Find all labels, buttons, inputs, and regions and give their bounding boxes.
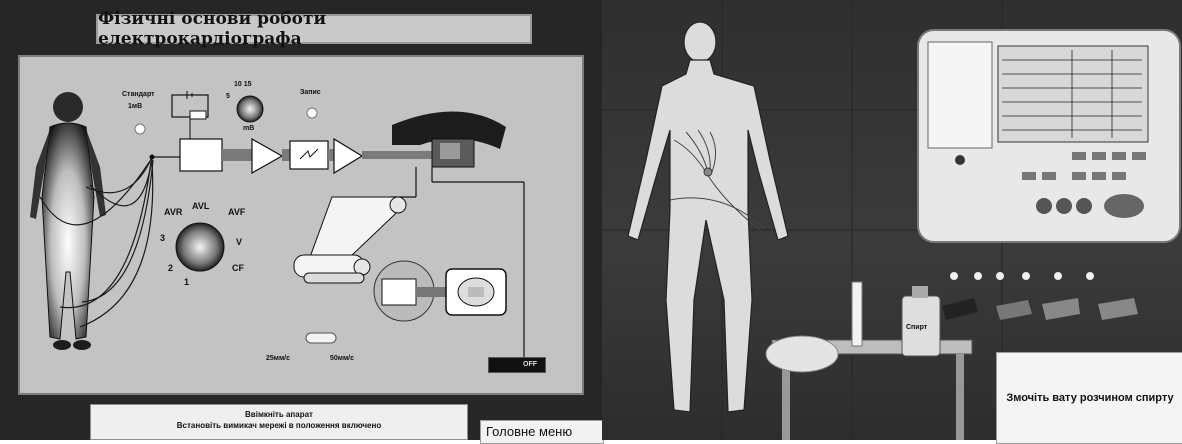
- lead-cf-label: CF: [232, 263, 244, 273]
- sensitivity-scale-label: 10 15: [234, 81, 252, 88]
- lead-1-label: 1: [184, 277, 189, 287]
- lead-v-label: V: [236, 237, 242, 247]
- lead-avl-label: AVL: [192, 201, 209, 211]
- instruction-box: Ввімкніть апарат Встановіть вимикач мере…: [90, 404, 468, 440]
- hint-box: Змочіть вату розчином спирту: [996, 352, 1182, 444]
- lead-selector-knob[interactable]: [176, 223, 224, 271]
- calibration-circuit: [172, 91, 208, 139]
- power-switch[interactable]: OFF: [488, 357, 546, 373]
- sensitivity-knob[interactable]: [237, 96, 263, 122]
- lead-avr-label: AVR: [164, 207, 182, 217]
- record-label: Запис: [300, 89, 321, 96]
- ecg-device: [918, 30, 1180, 242]
- patient-figure: [30, 92, 106, 350]
- alcohol-bottle-label: Спирт: [906, 324, 927, 331]
- ecg-principles-panel: Фізичні основи роботи електрокардіографа: [0, 0, 602, 440]
- schematic-panel: Стандарт 1мВ 10 15 5 mB Запис AVR AVL AV…: [18, 55, 584, 395]
- standard-label: Стандарт: [122, 91, 155, 98]
- instruction-line-2: Встановіть вимикач мережі в положення вк…: [91, 420, 467, 431]
- speed-50-label: 50мм/с: [330, 355, 354, 362]
- main-menu-button[interactable]: Головне меню: [480, 420, 604, 444]
- instruction-line-1: Ввімкніть апарат: [91, 409, 467, 420]
- speed-25-label: 25мм/с: [266, 355, 290, 362]
- sensitivity-5-label: 5: [226, 93, 230, 100]
- paper-speed-switch[interactable]: [306, 333, 336, 343]
- lead-avf-label: AVF: [228, 207, 245, 217]
- electrode-clips: [942, 272, 1138, 320]
- page-title: Фізичні основи роботи електрокардіографа: [96, 14, 532, 44]
- patient-outline: [628, 22, 788, 412]
- indicator-lights: [135, 108, 317, 134]
- paper-recorder: [294, 197, 506, 321]
- ecg-schematic: [20, 57, 586, 397]
- supply-table: [766, 282, 972, 440]
- sensitivity-unit-label: mB: [243, 125, 254, 132]
- mv-label: 1мВ: [128, 103, 142, 110]
- lead-3-label: 3: [160, 233, 165, 243]
- lead-2-label: 2: [168, 263, 173, 273]
